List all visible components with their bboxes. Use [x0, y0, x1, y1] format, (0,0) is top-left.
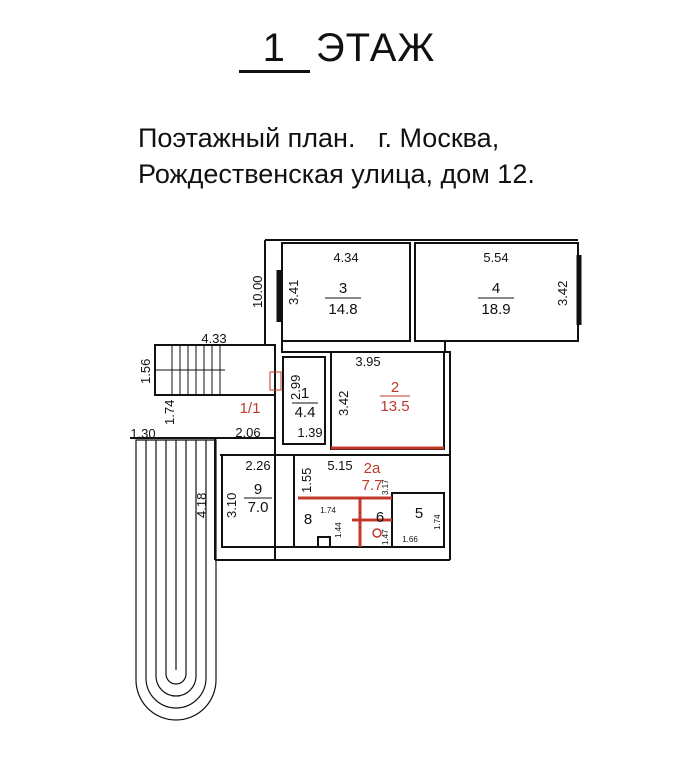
dim-2-99: 2.99 [288, 375, 303, 400]
dim-4-33: 4.33 [201, 331, 226, 346]
room-2-number: 2 [391, 379, 399, 396]
hatch-mark [269, 371, 282, 391]
dim-1-39: 1.39 [297, 425, 322, 440]
room-4-number: 4 [492, 280, 500, 297]
room-1-number: 1 [301, 385, 309, 402]
dim-4-18: 4.18 [194, 493, 209, 518]
caption-line-2: Рождественская улица, дом 12. [138, 159, 535, 189]
dim-1-30: 1.30 [130, 426, 155, 441]
stair-treads [155, 345, 225, 395]
room-4-area: 18.9 [481, 301, 510, 318]
room-1-area: 4.4 [295, 404, 316, 421]
room-3-area: 14.8 [328, 301, 357, 318]
dim-3-17: 3.17 [381, 479, 390, 495]
room-2a-area: 7.7 [362, 477, 383, 494]
room-2a-number: 2а [364, 460, 381, 477]
dim-1-74-room8: 1.74 [320, 506, 336, 515]
dim-1-44: 1.44 [334, 522, 343, 538]
fixture-circle [372, 528, 382, 538]
dim-3-95: 3.95 [355, 354, 380, 369]
dim-3-41: 3.41 [286, 280, 301, 305]
caption-line-1: Поэтажный план. г. Москва, [138, 123, 500, 153]
room-6-number: 6 [376, 509, 384, 526]
dim-1-55: 1.55 [299, 468, 314, 493]
floor-word: ЭТАЖ [315, 26, 436, 70]
dim-2-06: 2.06 [235, 425, 260, 440]
red-markings [298, 446, 444, 547]
room-8-number: 8 [304, 511, 312, 528]
dim-3-42-right: 3.42 [555, 281, 570, 306]
dim-1-56: 1.56 [138, 359, 153, 384]
room-1-walls [282, 356, 326, 445]
window-marks [276, 255, 582, 325]
dim-3-10: 3.10 [224, 493, 239, 518]
dim-1-74-room5: 1.74 [433, 514, 442, 530]
room-3-walls [281, 242, 411, 342]
dim-1-47: 1.47 [381, 529, 390, 545]
room-3-number: 3 [339, 280, 347, 297]
room-9-number: 9 [254, 481, 262, 498]
room-1-1-number: 1/1 [240, 400, 261, 417]
room-2-area: 13.5 [380, 398, 409, 415]
plan-caption: Поэтажный план. г. Москва, Рождественска… [138, 120, 535, 192]
dim-10-00: 10.00 [250, 275, 265, 308]
dim-5-15: 5.15 [327, 458, 352, 473]
dim-1-66: 1.66 [402, 535, 418, 544]
ramp [135, 439, 217, 721]
room-9-area: 7.0 [248, 499, 269, 516]
fixture-mark [317, 536, 331, 548]
dim-5-54: 5.54 [483, 250, 508, 265]
dim-3-42-room2: 3.42 [336, 391, 351, 416]
dim-2-26: 2.26 [245, 458, 270, 473]
dim-1-74: 1.74 [162, 400, 177, 425]
floor-number: 1 [238, 26, 310, 73]
room-5-number: 5 [415, 505, 423, 522]
dim-4-34: 4.34 [333, 250, 358, 265]
